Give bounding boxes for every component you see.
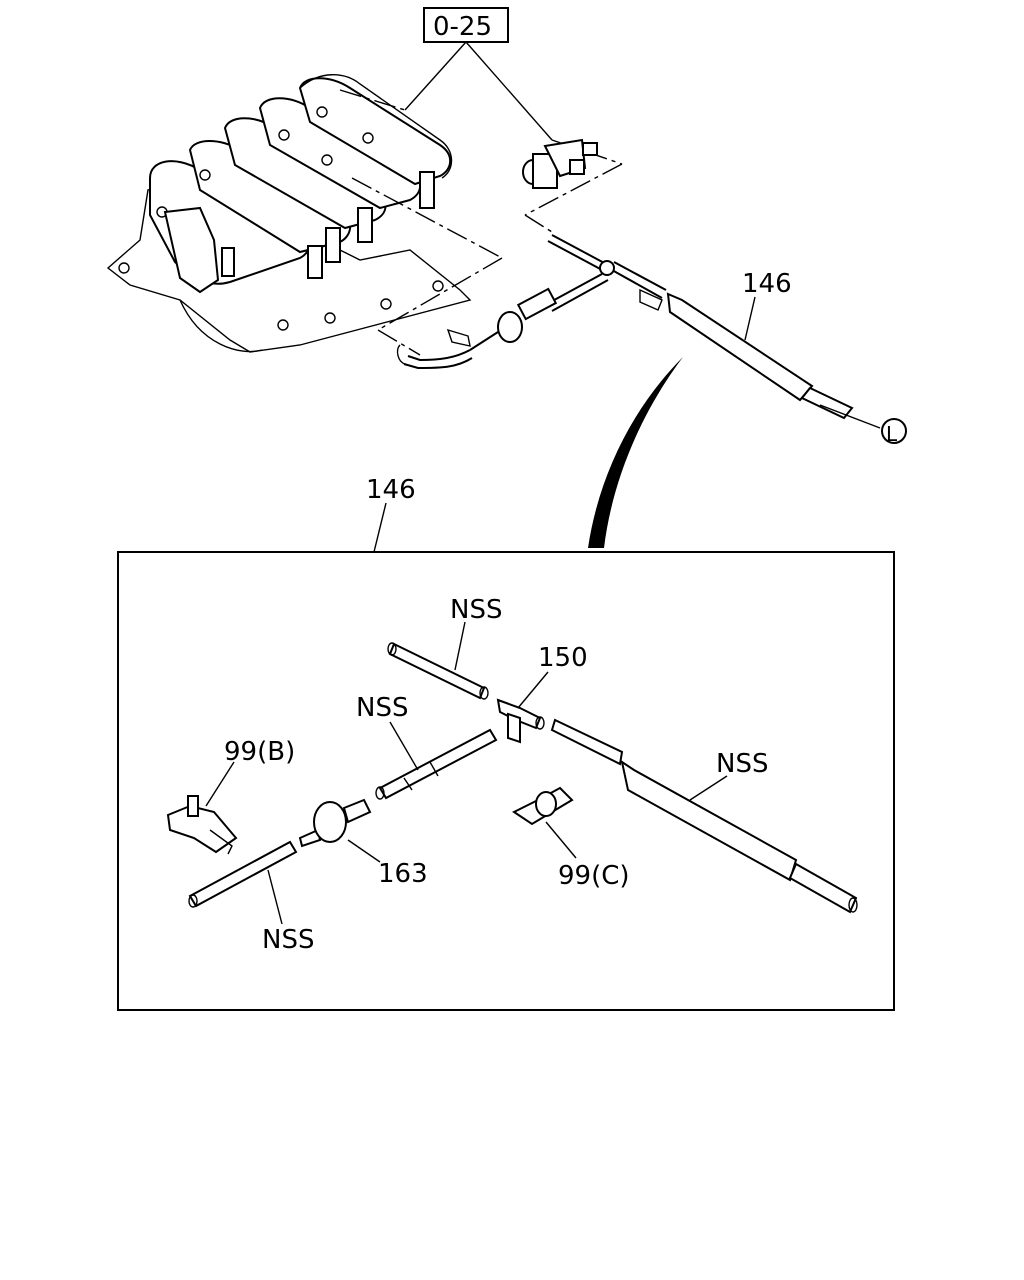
hose-assembly-installed[interactable]: [396, 234, 881, 429]
label-146-detail[interactable]: 146: [366, 475, 416, 553]
clip-99b[interactable]: 99(B): [166, 737, 295, 855]
ref-box-label: 0-25: [433, 12, 492, 42]
detail-frame: [117, 551, 895, 1011]
clip-99c[interactable]: 99(C): [512, 786, 630, 891]
label-clip-99b: 99(B): [224, 737, 295, 767]
hose-nss-top[interactable]: NSS: [387, 595, 502, 700]
tee-fitting-150[interactable]: 150: [496, 643, 588, 744]
label-valve-163: 163: [378, 859, 428, 889]
label-nss-right: NSS: [716, 749, 768, 779]
label-clip-99c: 99(C): [558, 861, 630, 891]
label-nss-middle: NSS: [356, 693, 408, 723]
ref-box-0-25[interactable]: 0-25: [423, 7, 509, 43]
hose-nss-right[interactable]: NSS: [550, 718, 858, 914]
label-nss-bottom: NSS: [262, 925, 314, 955]
intake-manifold-illustration: [106, 74, 472, 353]
hose-nss-bottom[interactable]: NSS: [188, 840, 314, 955]
check-valve-163[interactable]: 163: [298, 798, 428, 889]
hose-nss-middle[interactable]: NSS: [356, 693, 498, 800]
vacuum-solenoid-illustration: [522, 138, 598, 189]
detail-callout-arrow: [588, 357, 683, 548]
connector-label: L: [886, 422, 898, 446]
label-nss-top: NSS: [450, 595, 502, 625]
connector-l-marker[interactable]: L: [881, 418, 907, 446]
assembly-label-top: 146: [742, 269, 792, 299]
label-146-top[interactable]: 146: [742, 269, 792, 341]
assembly-label-detail: 146: [366, 475, 416, 505]
label-tee-150: 150: [538, 643, 588, 673]
